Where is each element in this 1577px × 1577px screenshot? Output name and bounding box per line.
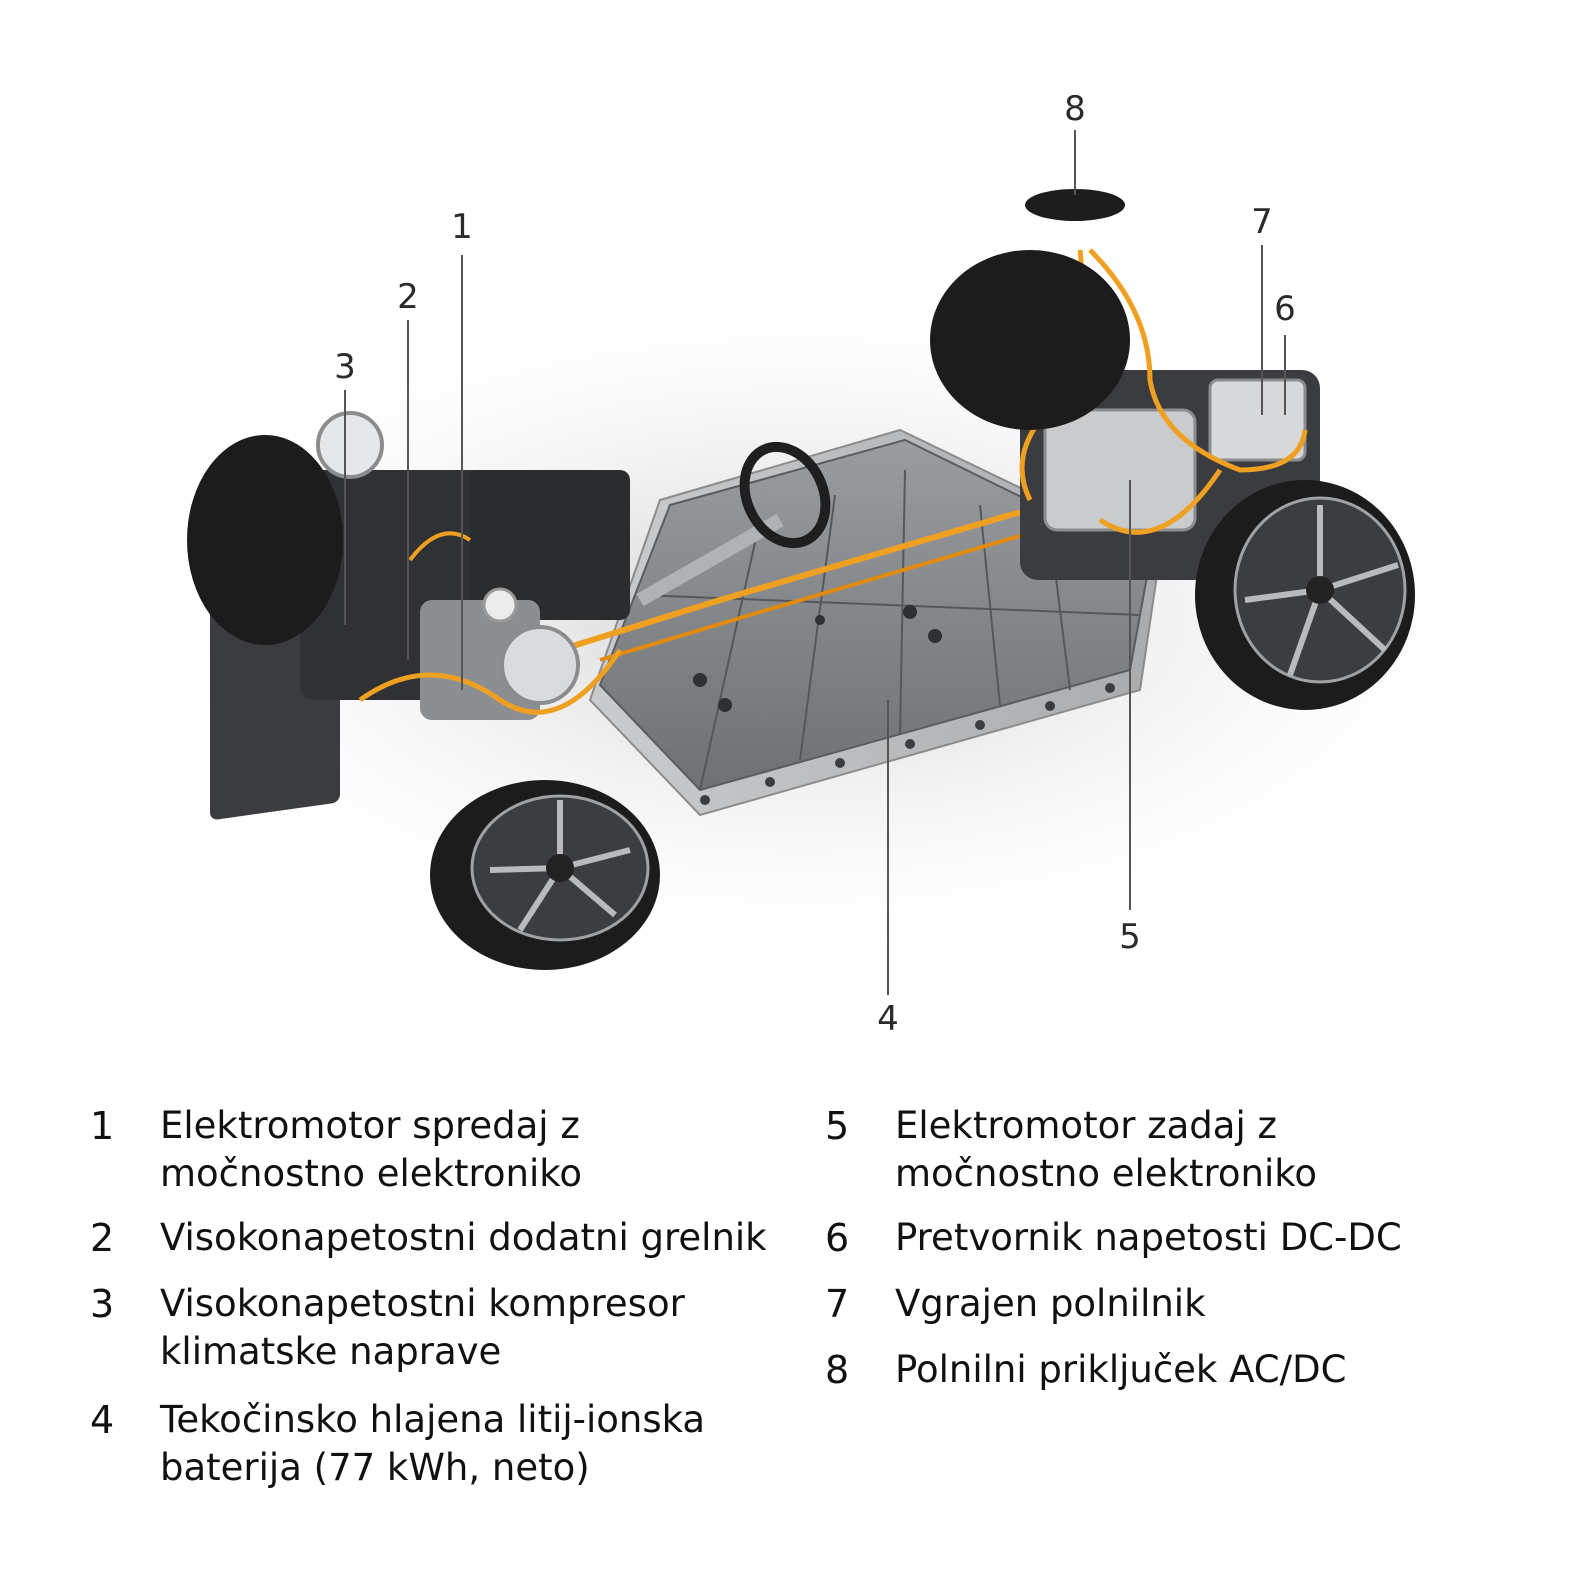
legend-item-1: 1 Elektromotor spredaj z močnostno elekt… <box>90 1102 582 1198</box>
leader-lines <box>344 130 1286 995</box>
legend-num: 5 <box>825 1104 850 1148</box>
legend-item-3: 3 Visokonapetostni kompresor klimatske n… <box>90 1280 685 1376</box>
legend-item-6: 6 Pretvornik napetosti DC-DC <box>825 1214 1402 1262</box>
legend-num: 4 <box>90 1398 115 1442</box>
callout-4: 4 <box>877 999 899 1039</box>
front-right-wheel <box>430 780 660 970</box>
legend-text: Visokonapetostni dodatni grelnik <box>160 1216 767 1259</box>
legend-item-5: 5 Elektromotor zadaj z močnostno elektro… <box>825 1102 1317 1198</box>
ev-chassis-illustration: 1 2 3 4 5 6 7 8 <box>40 89 1560 1039</box>
legend-num: 7 <box>825 1282 850 1326</box>
steering-wheel <box>739 441 831 549</box>
legend-num: 2 <box>90 1216 115 1260</box>
callout-6: 6 <box>1274 289 1296 329</box>
charging-port <box>1025 189 1125 221</box>
legend-item-8: 8 Polnilni priključek AC/DC <box>825 1346 1346 1394</box>
legend-item-4: 4 Tekočinsko hlajena litij-ionska bateri… <box>90 1396 705 1492</box>
legend-text: Elektromotor zadaj z močnostno elektroni… <box>895 1104 1317 1195</box>
legend-text: Visokonapetostni kompresor klimatske nap… <box>160 1282 685 1373</box>
legend-text: Pretvornik napetosti DC-DC <box>895 1216 1402 1259</box>
front-left-wheel <box>187 435 343 645</box>
callout-5: 5 <box>1119 917 1141 957</box>
legend-num: 3 <box>90 1282 115 1326</box>
callout-2: 2 <box>397 277 419 317</box>
legend-text: Polnilni priključek AC/DC <box>895 1348 1347 1391</box>
legend-item-7: 7 Vgrajen polnilnik <box>825 1280 1206 1328</box>
legend-text: Tekočinsko hlajena litij-ionska baterija… <box>160 1398 706 1489</box>
legend-num: 6 <box>825 1216 850 1260</box>
callout-8: 8 <box>1064 89 1086 129</box>
legend-text: Elektromotor spredaj z močnostno elektro… <box>160 1104 582 1195</box>
tray-bolts <box>700 683 1115 805</box>
legend-item-2: 2 Visokonapetostni dodatni grelnik <box>90 1214 767 1262</box>
callout-3: 3 <box>334 347 356 387</box>
battery-cell-dots <box>693 605 942 712</box>
rear-right-wheel <box>1195 480 1415 710</box>
steering-column <box>636 513 784 607</box>
callout-1: 1 <box>451 207 473 247</box>
legend-num: 8 <box>825 1348 850 1392</box>
rear-left-wheel <box>930 250 1130 430</box>
legend-text: Vgrajen polnilnik <box>895 1282 1206 1325</box>
legend-num: 1 <box>90 1104 115 1148</box>
hv-cable-secondary <box>599 528 1041 662</box>
callout-7: 7 <box>1251 202 1273 242</box>
